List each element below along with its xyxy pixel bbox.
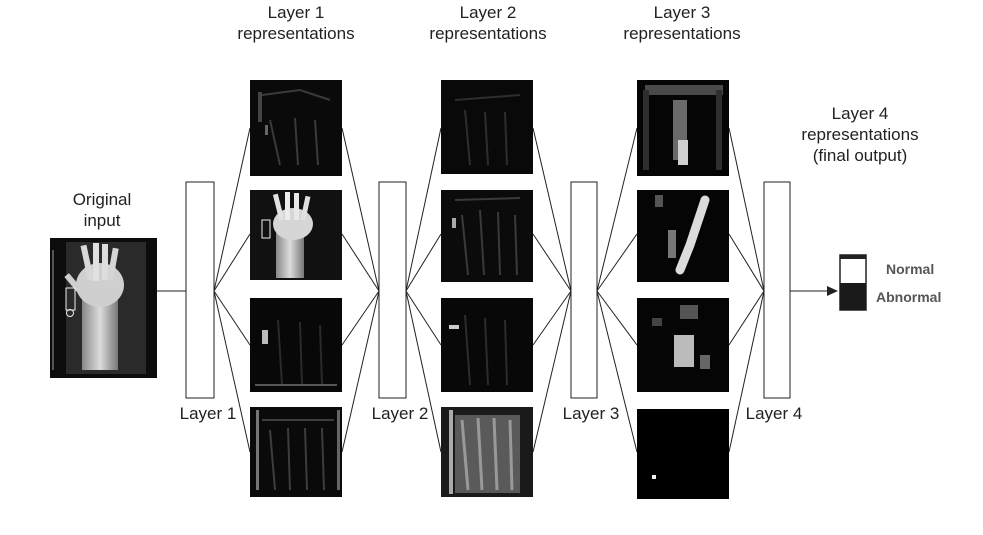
input-title-line2: input <box>83 211 121 230</box>
connections <box>157 127 828 453</box>
layer-3-box <box>570 181 598 399</box>
layer-1-box <box>185 181 215 399</box>
layer-1-label: Layer 1 <box>179 404 237 423</box>
feature-map <box>637 409 729 499</box>
feature-map <box>637 190 729 282</box>
heading-line: Layer 3 <box>653 3 711 22</box>
layer-2-label: Layer 2 <box>371 404 429 423</box>
feature-map <box>250 80 342 176</box>
input-title: Original input <box>62 189 142 231</box>
layer-2-rep-heading: Layer 2 representations <box>418 2 558 44</box>
feature-map <box>637 298 729 392</box>
feature-map <box>637 80 729 176</box>
feature-map <box>441 190 533 282</box>
feature-map <box>250 407 342 497</box>
layer-2-box <box>378 181 407 399</box>
heading-line: representations <box>237 24 355 43</box>
abnormal-label: Abnormal <box>876 289 942 305</box>
output-indicator <box>839 254 867 311</box>
original-input-image <box>50 238 157 378</box>
feature-map <box>441 407 533 497</box>
abnormal-fill <box>840 283 866 310</box>
arrow-head-icon <box>827 286 838 296</box>
feature-map <box>441 80 533 174</box>
heading-line: representations <box>801 125 919 144</box>
layer-3-rep-heading: Layer 3 representations <box>612 2 752 44</box>
heading-line: representations <box>429 24 547 43</box>
layer-1-rep-heading: Layer 1 representations <box>226 2 366 44</box>
heading-line: (final output) <box>812 146 908 165</box>
heading-line: Layer 4 <box>831 104 889 123</box>
feature-map <box>250 190 342 280</box>
layer-4-box <box>763 181 791 399</box>
layer-4-label: Layer 4 <box>745 404 803 423</box>
feature-map <box>250 298 342 392</box>
layer-4-rep-heading: Layer 4 representations (final output) <box>790 103 930 166</box>
layer-2-feature-maps <box>441 80 533 497</box>
heading-line: representations <box>623 24 741 43</box>
layer-3-label: Layer 3 <box>562 404 620 423</box>
layer-3-feature-maps <box>637 80 729 499</box>
feature-map <box>441 298 533 392</box>
layer-1-feature-maps <box>250 80 342 497</box>
normal-label: Normal <box>886 261 935 277</box>
heading-line: Layer 2 <box>459 3 517 22</box>
heading-line: Layer 1 <box>267 3 325 22</box>
input-title-line1: Original <box>72 190 132 209</box>
